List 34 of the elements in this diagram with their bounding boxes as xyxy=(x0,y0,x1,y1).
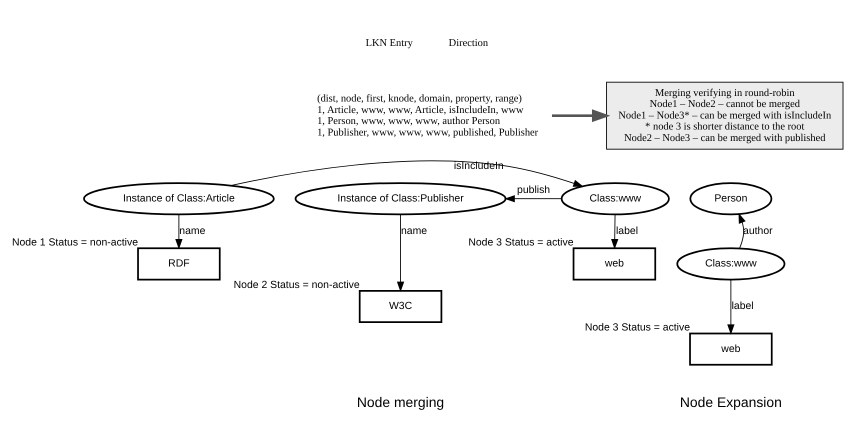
arrow xyxy=(738,212,746,248)
arrow xyxy=(727,278,735,334)
node-box: Merging verifying in round-robin Node1 – Node2 – cannot be merged Node1 – Node3* – can be merged with isIncludeIn * node 3 is shorter distance to the root Node2 – Node3 – can be merged with published xyxy=(606,81,844,150)
node-label: Node 2 Status = non-active xyxy=(234,279,360,290)
edge-label: publish xyxy=(517,184,550,196)
node-text: (dist, node, first, knode, domain, property, range) 1, Article, www, www, Article, isIncludeIn, www 1, Person, www, www, www, author Person 1, Publisher, www, www, www, published, Publisher xyxy=(317,92,538,138)
label: Direction xyxy=(448,37,488,48)
arrow xyxy=(175,214,183,249)
edge-label: label xyxy=(616,226,638,237)
edge-label: label xyxy=(732,300,754,312)
arrow xyxy=(504,194,562,202)
node-ellipse: Instance of Class:Article xyxy=(83,182,275,215)
node-label: Node 1 Status = non-active xyxy=(12,236,138,248)
edge-label: author xyxy=(743,226,773,237)
edge-label: name xyxy=(400,226,428,237)
node-label: Node 3 Status = active xyxy=(584,322,690,334)
arrow xyxy=(396,214,404,292)
label: Node Expansion xyxy=(680,394,782,410)
arrow xyxy=(611,214,618,249)
label: Node merging xyxy=(356,394,444,410)
arrow xyxy=(552,108,610,122)
node-box: web xyxy=(689,332,773,366)
edge-label: name xyxy=(179,226,206,237)
node-ellipse: Person xyxy=(690,182,772,215)
node-ellipse: Class:www xyxy=(560,182,670,215)
node-box: W3C xyxy=(358,290,442,323)
arrow xyxy=(230,160,584,186)
node-ellipse: Instance of Class:Publisher xyxy=(294,182,506,215)
label: LKN Entry xyxy=(366,37,413,48)
node-box: RDF xyxy=(137,246,221,280)
node-box: web xyxy=(572,246,656,280)
node-ellipse: Class:www xyxy=(676,246,786,280)
edge-label: isIncludeIn xyxy=(454,160,504,172)
node-label: Node 3 Status = active xyxy=(468,236,574,248)
